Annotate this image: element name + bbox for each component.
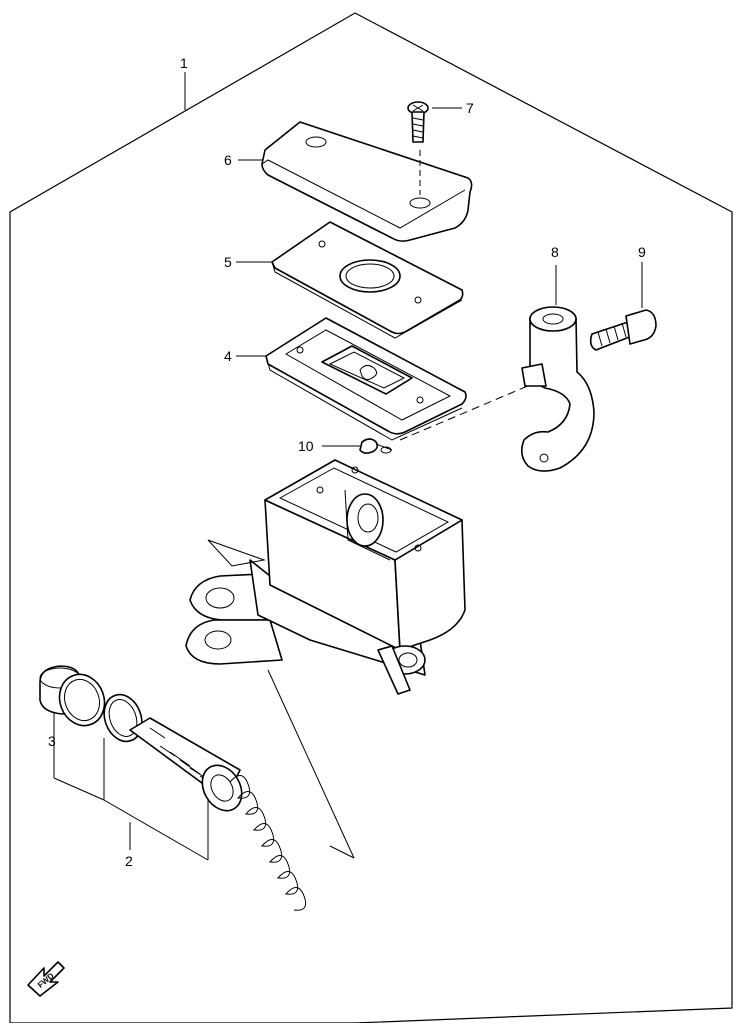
fwd-arrow-icon [27, 961, 65, 997]
bracket-2a [103, 799, 209, 861]
callout-9: 9 [638, 244, 646, 260]
part-4-diaphragm [265, 317, 467, 441]
master-cylinder-body [185, 459, 466, 695]
part-7-screw [407, 101, 429, 143]
spring [229, 775, 307, 911]
part-8-holder-bracket [520, 306, 595, 472]
piston [129, 717, 243, 812]
axis-bore-tip [329, 845, 355, 859]
part-6-reservoir-cap [261, 121, 473, 242]
axis-bracket [399, 384, 531, 441]
snap-ring-large [58, 673, 106, 727]
callout-4: 4 [224, 348, 232, 364]
callout-1: 1 [180, 55, 188, 71]
callout-3: 3 [48, 733, 56, 749]
callout-10: 10 [298, 438, 314, 454]
callout-2: 2 [125, 853, 133, 869]
axis-bore [267, 669, 355, 859]
callout-6: 6 [224, 152, 232, 168]
callout-8: 8 [551, 244, 559, 260]
part-9-bolt [589, 309, 657, 351]
bracket-3a [53, 777, 105, 801]
callout-7: 7 [466, 100, 474, 116]
part-5-diaphragm-plate [271, 221, 464, 339]
part-10-clip [359, 438, 393, 454]
callout-5: 5 [224, 254, 232, 270]
